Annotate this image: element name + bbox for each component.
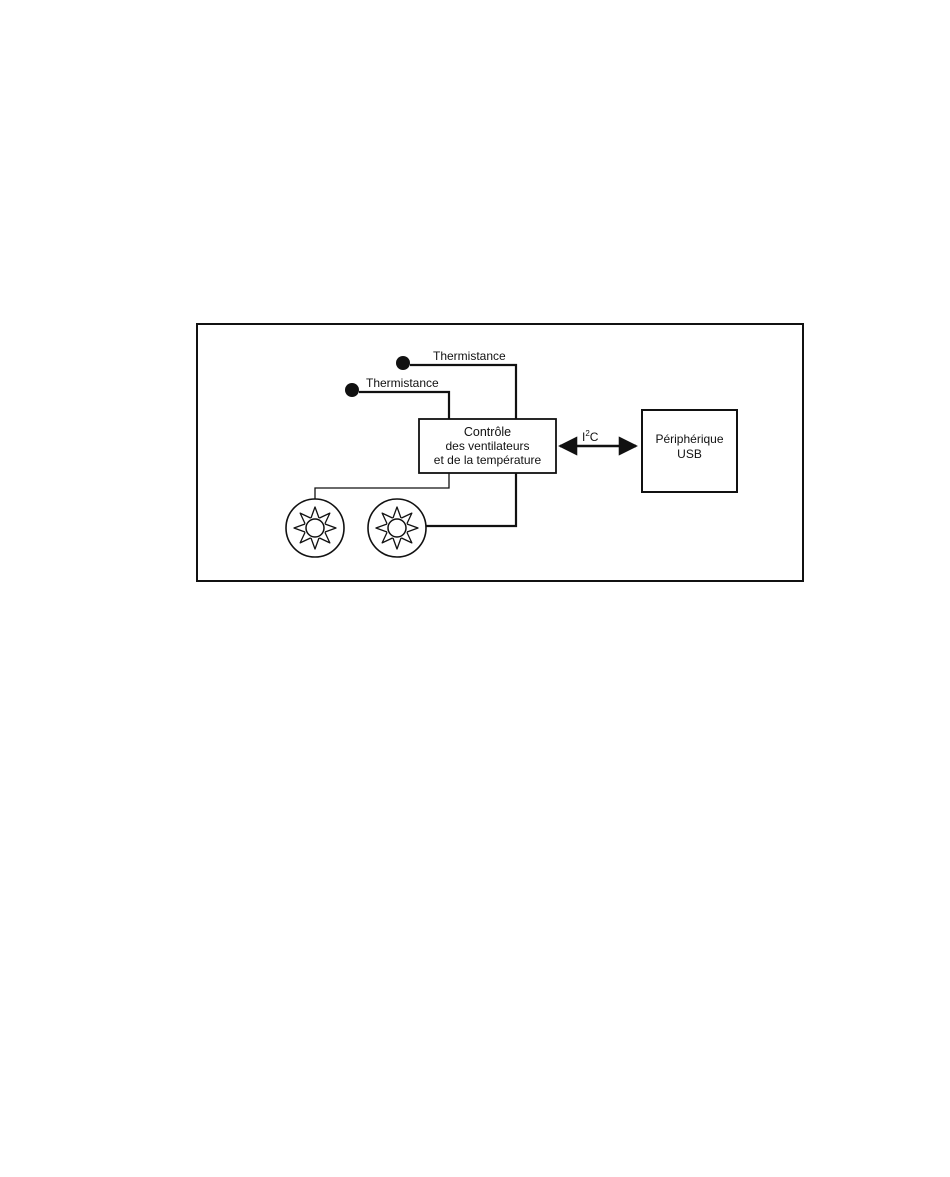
controller-line-2: des ventilateurs xyxy=(445,439,529,453)
usb-device-block: Périphérique USB xyxy=(642,410,737,492)
thermistor-left: Thermistance xyxy=(345,376,449,419)
i2c-bus: I2C xyxy=(560,429,636,446)
controller-block: Contrôle des ventilateurs et de la tempé… xyxy=(419,419,556,473)
i2c-label-end: C xyxy=(590,430,599,444)
fan-left-icon xyxy=(286,499,344,557)
fan-right-icon xyxy=(368,499,426,557)
fan-control-diagram: Thermistance Thermistance Contrôle des v… xyxy=(196,323,804,582)
thermistor-left-label: Thermistance xyxy=(366,376,439,390)
fan-right-wire xyxy=(426,473,516,526)
i2c-label: I2C xyxy=(582,429,599,444)
thermistor-left-sensor-icon xyxy=(345,383,359,397)
controller-line-1: Contrôle xyxy=(464,425,511,439)
thermistor-left-wire xyxy=(359,392,449,419)
thermistor-top-label: Thermistance xyxy=(433,349,506,363)
usb-device-line-2: USB xyxy=(677,447,702,461)
fan-left-wire xyxy=(315,473,449,500)
usb-device-line-1: Périphérique xyxy=(655,432,723,446)
thermistor-top-sensor-icon xyxy=(396,356,410,370)
diagram-canvas: Thermistance Thermistance Contrôle des v… xyxy=(198,325,802,580)
controller-line-3: et de la température xyxy=(434,453,542,467)
